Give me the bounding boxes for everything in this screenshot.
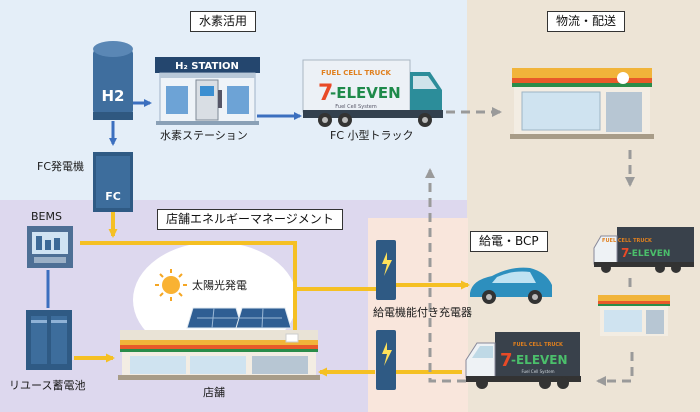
fc-truck-top-icon (302, 59, 443, 127)
h2-station-sign: H₂ STATION (175, 61, 239, 72)
label-solar-power: 太陽光発電 (192, 279, 247, 292)
store-bottom-icon (118, 330, 320, 380)
truck-brand-rest: -ELEVEN (330, 84, 401, 102)
logistics-dashed-loop (425, 107, 635, 386)
truck-bottom-brand-number: 7 (500, 350, 513, 371)
h2-tank-label: H2 (102, 87, 125, 105)
truck-right-brand-rest: -ELEVEN (628, 249, 670, 259)
label-reuse-battery: リユース蓄電池 (9, 379, 86, 392)
reuse-battery-icon (26, 310, 72, 370)
bems-panel-icon (27, 226, 73, 268)
charger-bottom-icon (376, 330, 396, 390)
label-fc-generator: FC発電機 (37, 160, 85, 173)
truck-sub-line: Fuel Cell System (335, 104, 377, 110)
section-power-bcp: 給電・BCP (470, 231, 548, 252)
charger-top-icon (376, 240, 396, 300)
fc-unit-label: FC (105, 190, 121, 203)
fc-generator-icon (93, 152, 133, 212)
flow-fc-to-store (80, 241, 297, 367)
delivery-truck-right-icon (593, 227, 694, 273)
fc-truck-bottom-icon (465, 332, 581, 389)
store-right-small-icon (598, 295, 670, 336)
solar-halo (133, 242, 297, 358)
h2-tank-icon (93, 41, 133, 120)
truck-bottom-brand-rest: -ELEVEN (511, 353, 568, 367)
sun-icon (155, 269, 187, 301)
truck-top-line: FUEL CELL TRUCK (321, 69, 391, 77)
truck-right-brand-number: 7 (621, 246, 629, 260)
label-fc-small-truck: FC 小型トラック (330, 129, 414, 142)
truck-right-top-line: FUEL CELL TRUCK (602, 238, 653, 244)
h2-station-icon (155, 57, 260, 125)
label-store: 店舗 (203, 386, 225, 399)
store-top-right-icon (510, 68, 654, 139)
truck-bottom-sub-line: Fuel Cell System (521, 369, 554, 374)
section-hydrogen-use: 水素活用 (190, 11, 257, 32)
label-charger: 給電機能付き充電器 (373, 306, 472, 319)
truck-bottom-top-line: FUEL CELL TRUCK (513, 342, 564, 348)
electric-car-icon (470, 267, 552, 304)
section-energy-management: 店舗エネルギーマネージメント (157, 209, 343, 230)
section-logistics: 物流・配送 (547, 11, 626, 32)
truck-brand-number: 7 (318, 81, 333, 106)
solar-panels-icon (186, 307, 292, 329)
label-hydrogen-station: 水素ステーション (160, 129, 248, 142)
label-bems: BEMS (31, 210, 62, 223)
